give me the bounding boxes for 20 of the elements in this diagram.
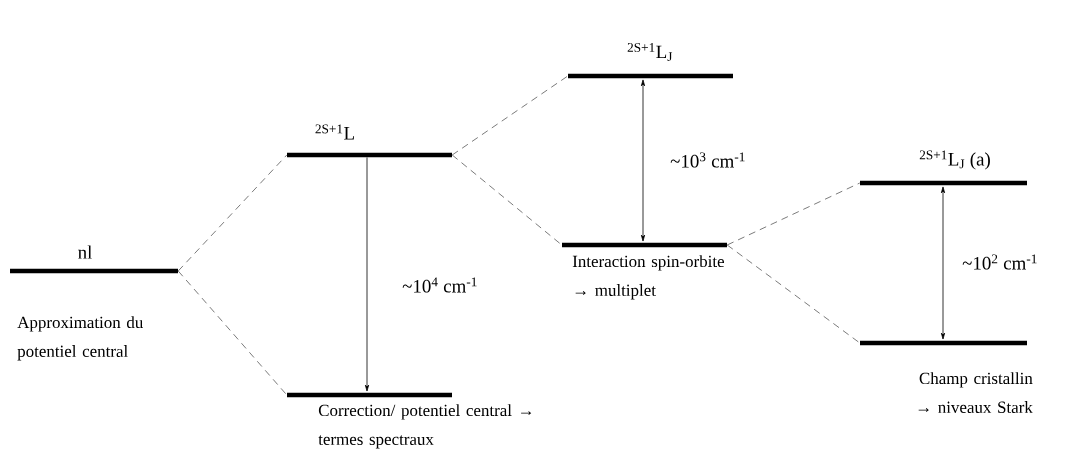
level-label: $^{2S+1}$L$_{J}$ bbox=[627, 43, 673, 61]
edge-label: ~10$^{3}$ cm$^{-1}$ bbox=[670, 152, 745, 168]
double-arrow bbox=[940, 186, 946, 340]
dashed-line bbox=[726, 182, 861, 246]
edge-label: ~10$^{2}$ cm$^{-1}$ bbox=[962, 254, 1037, 270]
double-arrow bbox=[640, 79, 646, 242]
level-description: Approximation du potentiel central bbox=[17, 316, 143, 361]
dashed-line bbox=[451, 75, 569, 156]
dashed-line bbox=[177, 154, 288, 272]
level-description: Interaction spin-orbite → multiplet bbox=[572, 255, 724, 300]
dashed-line bbox=[726, 244, 861, 344]
level-label: $^{2S+1}$L$_{J}$ (a) bbox=[919, 150, 990, 170]
level-description: Correction/ potentiel central → termes spectraux bbox=[318, 404, 532, 449]
edge-label: ~10$^{4}$ cm$^{-1}$ bbox=[402, 277, 477, 293]
dashed-line bbox=[451, 154, 563, 246]
arrow bbox=[364, 157, 370, 392]
level-description: Champ cristallin → niveaux Stark bbox=[918, 372, 1033, 413]
level-label: nl bbox=[78, 245, 92, 259]
level-label: $^{2S+1}$L bbox=[315, 124, 354, 140]
dashed-line bbox=[177, 270, 288, 396]
